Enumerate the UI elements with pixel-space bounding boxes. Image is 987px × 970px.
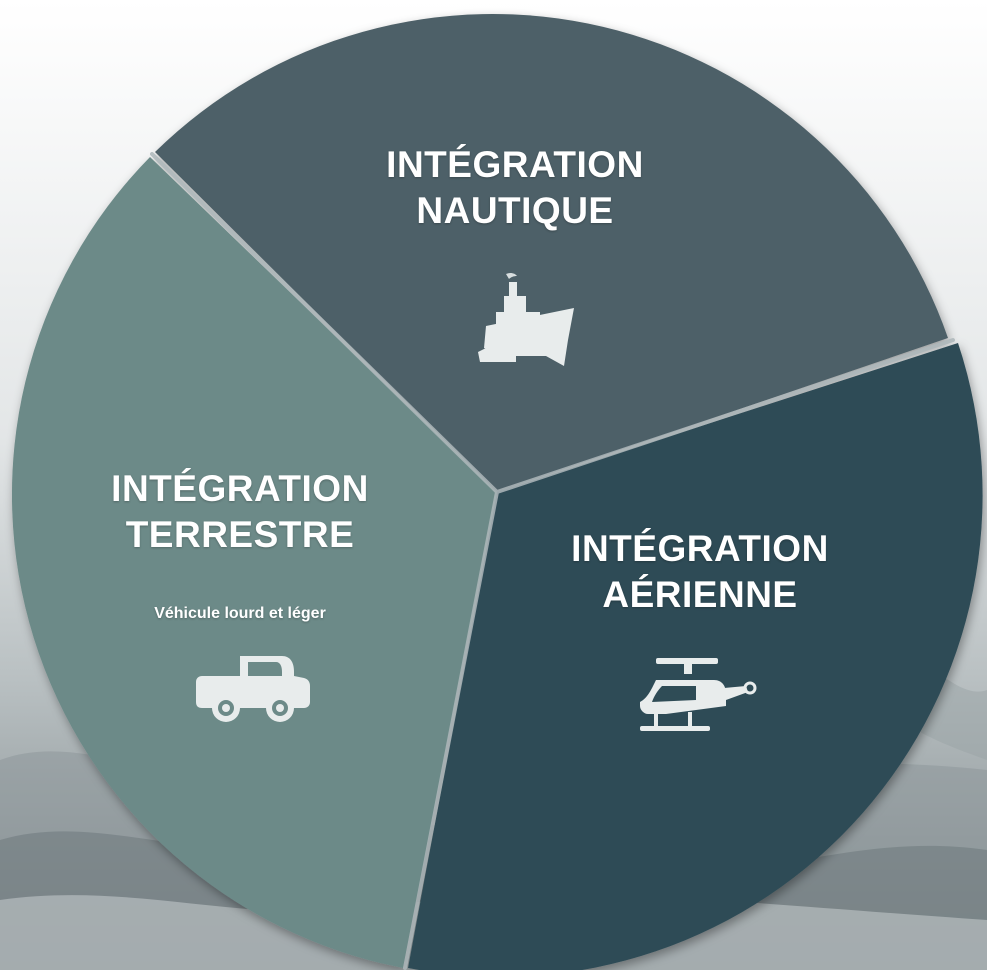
aerienne-title-line2: AÉRIENNE <box>602 574 798 615</box>
label-aerienne: INTÉGRATION AÉRIENNE <box>520 526 880 618</box>
helicopter-icon <box>640 658 757 731</box>
terrestre-subtitle: Véhicule lourd et léger <box>154 605 326 622</box>
separator-line <box>150 152 499 494</box>
terrestre-title-line2: TERRESTRE <box>125 514 355 555</box>
segment-terrestre <box>11 157 497 968</box>
nautique-title-line2: NAUTIQUE <box>416 190 614 231</box>
ship-icon <box>478 272 574 366</box>
truck-icon <box>196 656 310 722</box>
segment-aerienne <box>408 343 983 970</box>
label-terrestre: INTÉGRATION TERRESTRE <box>70 466 410 558</box>
nautique-title-line1: INTÉGRATION <box>386 144 644 185</box>
separator-line <box>403 490 499 970</box>
terrestre-title-line1: INTÉGRATION <box>111 468 369 509</box>
separator-line <box>495 338 955 494</box>
label-nautique: INTÉGRATION NAUTIQUE <box>330 142 700 234</box>
aerienne-title-line1: INTÉGRATION <box>571 528 829 569</box>
segment-nautique <box>155 13 948 492</box>
